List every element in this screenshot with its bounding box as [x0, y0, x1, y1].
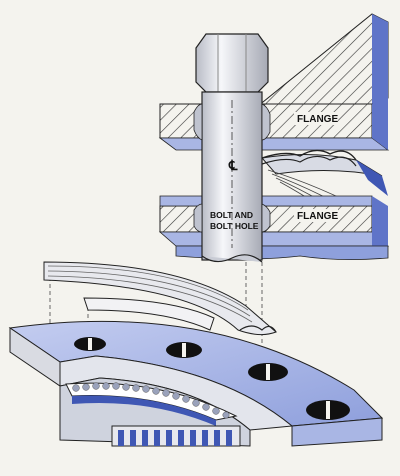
flange-ring-cutaway: [8, 320, 384, 447]
upper-flange-side: [372, 104, 388, 150]
bolt-hole: [166, 342, 202, 358]
spiral-winding-strip: [43, 261, 277, 336]
perforated-insert: [65, 382, 238, 426]
bolt-label-line2: BOLT HOLE: [210, 221, 259, 231]
flange-wall-top: [257, 13, 389, 119]
bolt-hole: [74, 337, 106, 351]
serrated-edge: [111, 425, 241, 447]
flange-cross-section: ℄ BOLT AND BOLT HOLE FLANGE FLANGE: [158, 13, 390, 263]
bolt-hole: [306, 400, 350, 420]
bolt-hole: [248, 363, 288, 381]
bolt-label-line1: BOLT AND: [210, 210, 253, 220]
bolt: [193, 33, 271, 263]
lower-flange-face: [158, 231, 390, 247]
lower-flange-top-face: [159, 195, 373, 207]
filler-strip: [83, 297, 215, 331]
bolt-holes: [74, 337, 350, 420]
bolt-head: [195, 33, 269, 93]
flange-label-top: FLANGE: [297, 114, 338, 125]
centerline-symbol: ℄: [228, 158, 238, 173]
lower-flange-side: [372, 196, 388, 258]
upper-flange-face: [158, 137, 390, 151]
flange-label-bottom: FLANGE: [297, 211, 338, 222]
